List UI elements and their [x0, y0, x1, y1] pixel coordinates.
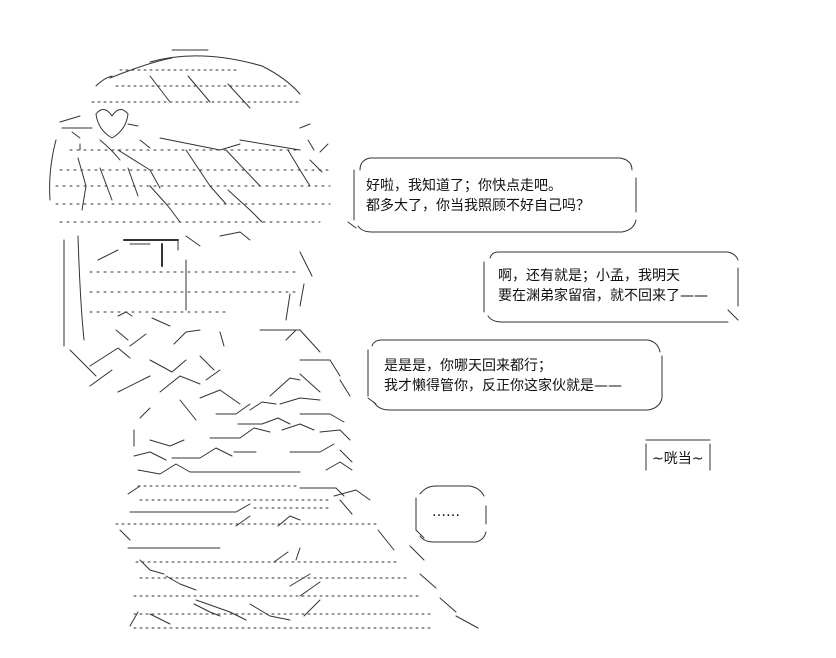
speech-bubble-4: …… [432, 502, 460, 522]
bubble-3-line-1: 是是是，你哪天回来都行； [384, 358, 552, 374]
bubble-3-outline [367, 339, 663, 411]
bubble-2-line-2: 要在渊弟家留宿，就不回来了—— [498, 288, 708, 304]
sound-effect-text: ~咣当~ [652, 451, 704, 467]
bubble-1-line-2: 都多大了，你当我照顾不好自己吗？ [366, 198, 590, 214]
bubble-2-outline [483, 251, 739, 323]
sound-effect-frame [645, 439, 711, 471]
bubble-3-line-2: 我才懒得管你，反正你这家伙就是—— [384, 378, 622, 394]
bubble-1-line-1: 好啦，我知道了；你快点走吧。 [366, 178, 562, 194]
speech-bubble-2: 啊，还有就是；小孟，我明天 要在渊弟家留宿，就不回来了—— [498, 266, 708, 306]
bubble-2-line-1: 啊，还有就是；小孟，我明天 [498, 268, 680, 284]
speech-bubble-1: 好啦，我知道了；你快点走吧。 都多大了，你当我照顾不好自己吗？ [366, 176, 590, 216]
character-figure [49, 49, 479, 629]
bubble-4-outline [415, 485, 487, 543]
bubble-1-outline [347, 157, 637, 233]
bubble-4-line-1: …… [432, 504, 460, 520]
speech-bubble-3: 是是是，你哪天回来都行； 我才懒得管你，反正你这家伙就是—— [384, 356, 622, 396]
